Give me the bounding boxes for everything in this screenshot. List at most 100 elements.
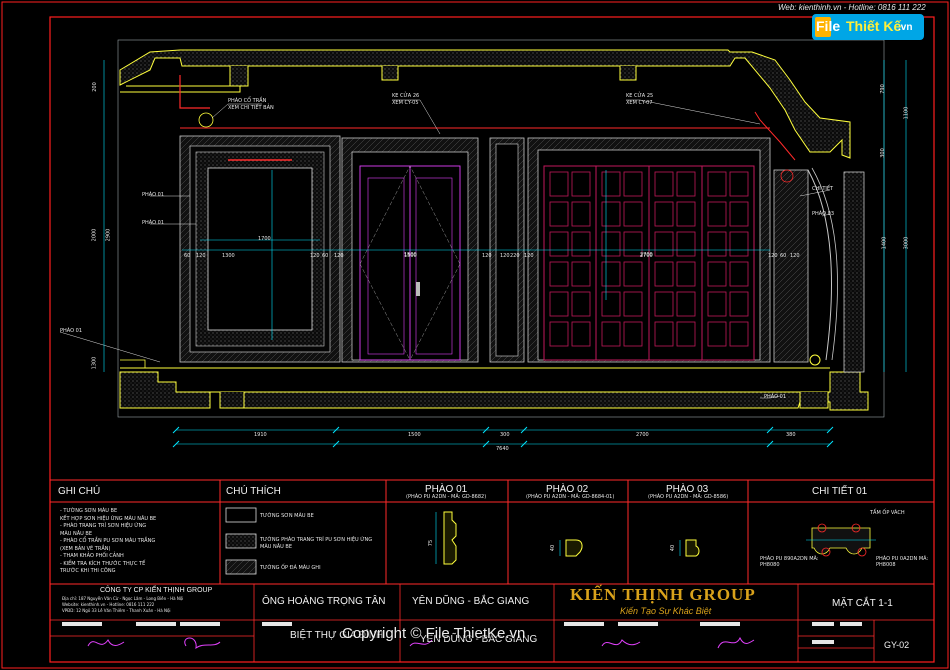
logo-text-vn: .vn (898, 22, 913, 33)
phao-02-profile (559, 539, 583, 557)
chi-tiet-note-2: PHÀO PU 890A2DN MÃ: PH8080 (760, 556, 819, 568)
dim-bottom-1: 1910 (254, 432, 267, 438)
dim-left-1: 200 (91, 82, 98, 92)
dim-tick (766, 426, 774, 434)
phao-03-sub: (PHÀO PU A2DN - MÃ: GD-8586) (648, 494, 729, 500)
phao-02-sub: (PHÀO PU A2DN - MÃ: GD-8684-01) (526, 494, 615, 500)
dim-right-4: 1100 (903, 106, 910, 120)
dim-inner-value: 120 (524, 253, 534, 259)
window-pane (623, 261, 643, 287)
window-pane (676, 321, 696, 347)
window-pane (729, 231, 749, 257)
ghi-chu-title: GHI CHÚ (58, 486, 101, 497)
window-pane (571, 261, 591, 287)
dim-bottom-4: 2700 (636, 432, 649, 438)
sheet-code: GY-02 (884, 640, 910, 650)
dim-1700: 1700 (258, 236, 271, 242)
dim-tick (172, 426, 180, 434)
ghi-chu-line: TRƯỚC KHI THI CÔNG (60, 568, 116, 574)
label-ke-cua-a2: XEM CY-05 (392, 100, 419, 106)
window-pane (676, 291, 696, 317)
phao-01-title: PHÀO 01 (425, 484, 468, 495)
swatch-tuong-son (225, 507, 257, 523)
label-phao-bottom: PHÀO 01 (764, 394, 786, 400)
chu-thich-item-1: TƯỜNG SƠN MÀU BE (260, 513, 314, 519)
window-pane (623, 231, 643, 257)
website-hotline-text: Web: kienthinh.vn - Hotline: 0816 111 22… (778, 3, 926, 12)
company-name: CÔNG TY CP KIẾN THỊNH GROUP (100, 587, 213, 594)
dim-inner-value: 60 (184, 253, 191, 259)
window-pane (729, 291, 749, 317)
phao-03-dim: 40 (670, 544, 677, 552)
logo-text-thietke: Thiết Kế (846, 18, 902, 34)
client-name: ÔNG HOÀNG TRỌNG TÂN (262, 596, 386, 607)
dim-inner-value: 120 (768, 253, 778, 259)
chu-thich-title: CHÚ THÍCH (226, 486, 281, 497)
label-ke-cua-b: KE CỬA 25 (626, 93, 654, 99)
window-pane (601, 261, 621, 287)
label-phao01-c: PHÀO 01 (60, 328, 82, 334)
window-pane (601, 231, 621, 257)
filethietke-logo[interactable]: File Thiết Kế .vn (812, 14, 924, 40)
dim-tick (826, 426, 834, 434)
dim-tick (482, 426, 490, 434)
project-name: BIỆT THỰ GIA ĐÌNH (290, 630, 384, 641)
dim-bottom-3: 300 (500, 432, 510, 438)
label-phao01-b: PHÀO 01 (142, 220, 164, 226)
window-pane (654, 201, 674, 227)
dim-bottom-5: 380 (786, 432, 796, 438)
window-pane (654, 321, 674, 347)
phao-02-dim: 40 (550, 544, 557, 552)
dim-tick (766, 440, 774, 448)
dim-tick (826, 440, 834, 448)
label-chi-tiet: CHI TIẾT (812, 186, 834, 192)
window-pane (707, 201, 727, 227)
dim-left-2: 2000 (91, 228, 98, 242)
dim-right-5: 3000 (903, 236, 910, 250)
dim-2700: 2700 (640, 252, 653, 258)
signatures (87, 636, 755, 650)
chi-tiet-01-title: CHI TIẾT 01 (812, 486, 868, 497)
chi-tiet-note-1: TẤM ỐP VÁCH (870, 510, 905, 516)
ghi-chu-line: - KIỂM TRA KÍCH THƯỚC THỰC TẾ (60, 560, 146, 567)
window-pane (571, 321, 591, 347)
company-addr-2: Website: kienthinh.vn - Hotline: 0816 11… (62, 602, 155, 607)
window-pane (676, 231, 696, 257)
ghi-chu-line: - PHÀO TRANG TRÍ SƠN HIỆU ỨNG (60, 523, 147, 529)
phao-01-profile (435, 511, 457, 565)
dim-inner-value: 220 (510, 253, 520, 259)
chi-tiet-01-drawing (806, 523, 876, 557)
label-phao03: PHÀO 03 (812, 211, 834, 217)
dim-inner-value: 120 (482, 253, 492, 259)
window-pane (549, 321, 569, 347)
logo-badge-icon (812, 14, 924, 40)
window-pane (707, 291, 727, 317)
window-pane (601, 201, 621, 227)
window-pane (654, 231, 674, 257)
dim-inner-value: 2700 (640, 253, 653, 259)
window-pane (729, 261, 749, 287)
dim-left-4: 1300 (91, 356, 98, 370)
window-pane (571, 231, 591, 257)
dim-total: 7640 (496, 446, 509, 452)
brand-name: KIẾN THỊNH GROUP (570, 585, 756, 604)
location-2: YÊN DŨNG - BẮC GIANG (420, 634, 538, 645)
legend-grid (50, 479, 934, 585)
ceiling-beam (119, 49, 851, 159)
dim-inner-value: 1300 (222, 253, 235, 259)
window-pane (654, 291, 674, 317)
window-pane (549, 201, 569, 227)
window-pane (549, 261, 569, 287)
window-pane (707, 261, 727, 287)
window-pane (601, 171, 621, 197)
window-pane (676, 261, 696, 287)
dim-inner-value: 120 (334, 253, 344, 259)
dim-tick (520, 426, 528, 434)
window-pane (729, 201, 749, 227)
window-pane (549, 291, 569, 317)
phao-01-sub: (PHÀO PU A2DN - MÃ: GD-8682) (406, 494, 487, 500)
label-phao01-a: PHÀO 01 (142, 192, 164, 198)
ghi-chu-line: - THAM KHẢO PHỐI CẢNH (60, 553, 124, 559)
